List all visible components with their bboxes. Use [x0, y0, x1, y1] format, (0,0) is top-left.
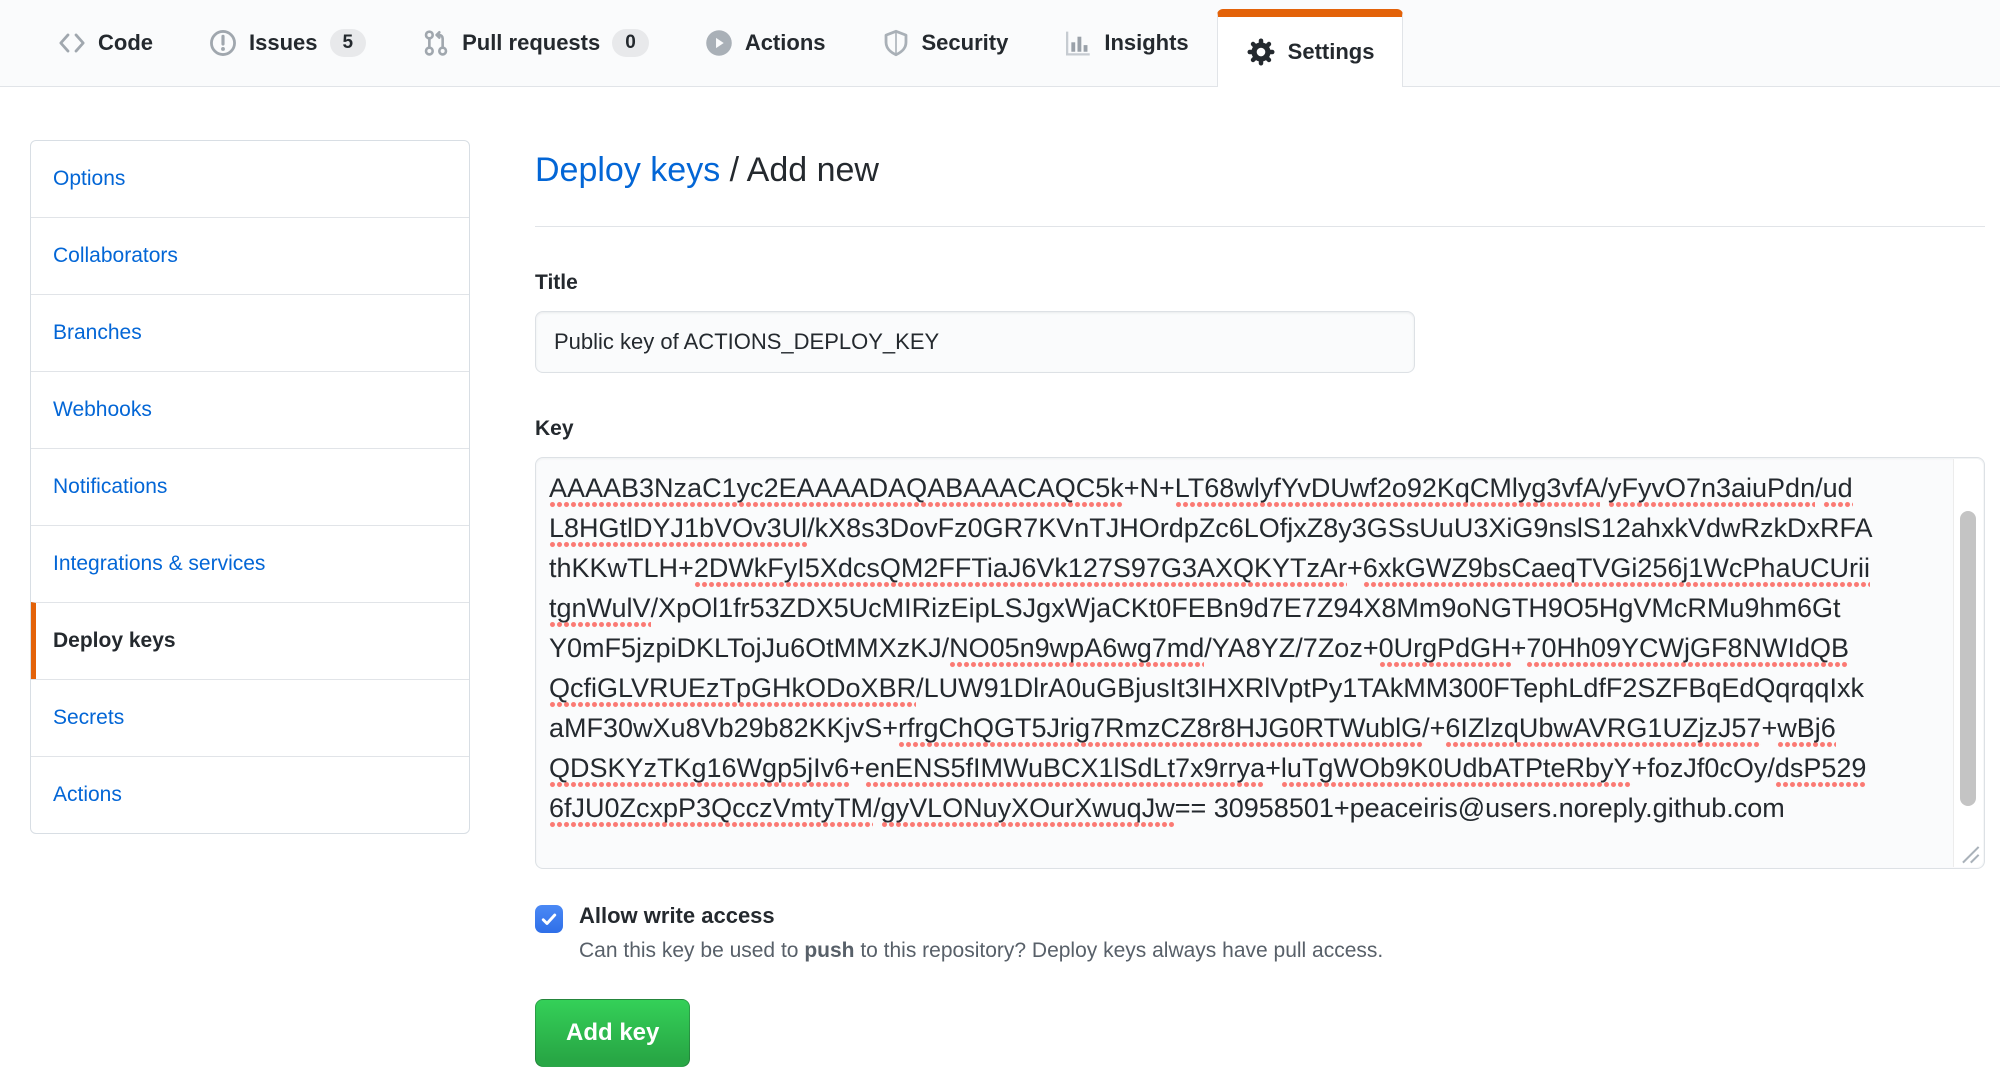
- write-access-description: Can this key be used to push to this rep…: [579, 939, 1383, 963]
- deploy-key-form: Deploy keys / Add new Title Key AAAAB3Nz…: [535, 148, 1985, 1067]
- page-title: Deploy keys / Add new: [535, 148, 1985, 227]
- play-icon: [705, 29, 733, 57]
- key-label: Key: [535, 417, 574, 440]
- allow-write-access-text: Allow write access Can this key be used …: [579, 903, 1383, 963]
- settings-sidebar: Options Collaborators Branches Webhooks …: [30, 140, 470, 834]
- tab-label: Code: [98, 30, 153, 55]
- tab-label: Settings: [1287, 39, 1375, 64]
- issues-count-badge: 5: [329, 29, 367, 57]
- resize-handle-icon[interactable]: [1955, 839, 1981, 865]
- graph-icon: [1064, 29, 1092, 57]
- breadcrumb-current: / Add new: [720, 151, 879, 189]
- description-prefix: Can this key be used to: [579, 939, 805, 962]
- tab-pull-requests[interactable]: Pull requests 0: [394, 0, 677, 86]
- title-label: Title: [535, 271, 578, 294]
- scrollbar-thumb[interactable]: [1960, 511, 1976, 806]
- key-textarea[interactable]: AAAAB3NzaC1yc2EAAAADAQABAAACAQC5k+N+LT68…: [535, 457, 1985, 869]
- sidebar-item-collaborators[interactable]: Collaborators: [31, 217, 469, 294]
- tab-issues[interactable]: Issues 5: [181, 0, 394, 86]
- repo-tab-bar: Code Issues 5 Pull requests 0: [0, 0, 2000, 87]
- description-bold: push: [804, 939, 855, 962]
- sidebar-item-branches[interactable]: Branches: [31, 294, 469, 371]
- title-input[interactable]: [535, 311, 1415, 373]
- code-icon: [58, 29, 86, 57]
- sidebar-item-secrets[interactable]: Secrets: [31, 679, 469, 756]
- sidebar-item-deploy-keys[interactable]: Deploy keys: [31, 602, 469, 679]
- sidebar-item-webhooks[interactable]: Webhooks: [31, 371, 469, 448]
- tab-code[interactable]: Code: [30, 0, 181, 86]
- tab-settings[interactable]: Settings: [1216, 9, 1404, 87]
- tab-label: Security: [921, 30, 1009, 55]
- add-key-button[interactable]: Add key: [535, 999, 691, 1067]
- textarea-scrollbar[interactable]: [1953, 459, 1983, 867]
- sidebar-item-actions[interactable]: Actions: [31, 756, 469, 833]
- issue-opened-icon: [209, 29, 237, 57]
- tab-actions[interactable]: Actions: [677, 0, 854, 86]
- git-pull-request-icon: [422, 29, 450, 57]
- tab-label: Insights: [1104, 30, 1189, 55]
- key-text: AAAAB3NzaC1yc2EAAAADAQABAAACAQC5k+N+LT68…: [549, 468, 1940, 828]
- tab-label: Actions: [744, 30, 826, 55]
- sidebar-item-options[interactable]: Options: [53, 167, 126, 190]
- allow-write-access-row: Allow write access Can this key be used …: [535, 903, 1985, 963]
- sidebar-item-notifications[interactable]: Notifications: [31, 448, 469, 525]
- gear-icon: [1246, 37, 1276, 67]
- allow-write-access-label[interactable]: Allow write access: [579, 903, 775, 928]
- shield-icon: [882, 29, 910, 57]
- tab-label: Pull requests: [462, 30, 601, 55]
- pull-requests-count-badge: 0: [612, 29, 649, 57]
- tab-insights[interactable]: Insights: [1036, 0, 1216, 86]
- allow-write-access-checkbox[interactable]: [535, 905, 563, 933]
- deploy-keys-link[interactable]: Deploy keys: [535, 151, 721, 189]
- tab-security[interactable]: Security: [854, 0, 1037, 86]
- sidebar-item-integrations-services[interactable]: Integrations & services: [31, 525, 469, 602]
- tab-label: Issues: [249, 30, 318, 55]
- description-suffix: to this repository? Deploy keys always h…: [854, 939, 1384, 962]
